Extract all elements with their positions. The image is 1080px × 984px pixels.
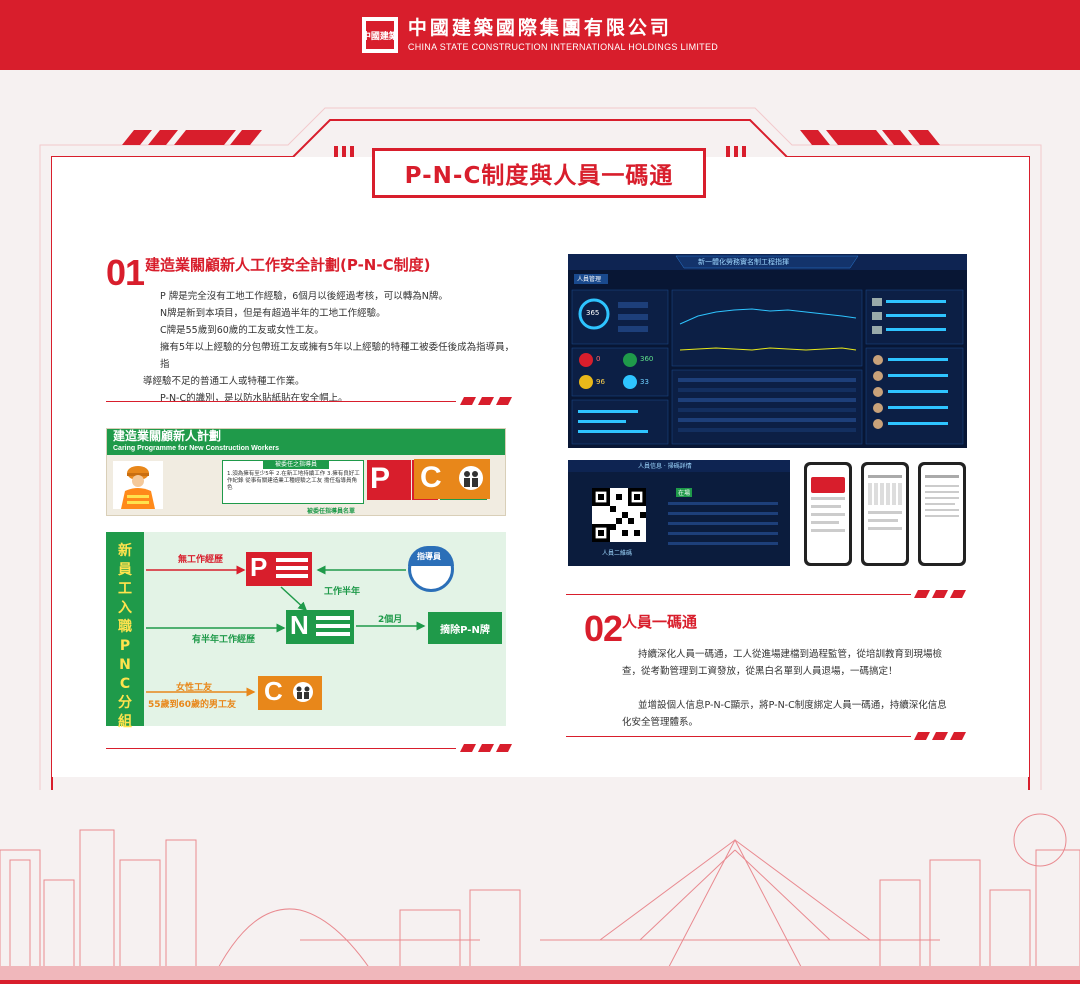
mentor-text: 1.須為擁有至少5年 2.在新工地持續工作 3.擁有良好工作紀錄 從事有關建造業… bbox=[227, 471, 360, 491]
flow-p-letter: P bbox=[250, 552, 268, 582]
s1-line: C牌是55歲到60歲的工友或女性工友。 bbox=[160, 325, 324, 336]
two-months-label: 2個月 bbox=[378, 615, 403, 625]
divider bbox=[106, 748, 456, 749]
divider-stripes bbox=[914, 590, 966, 598]
male-55-60-label: 55歲到60歲的男工友 bbox=[148, 700, 237, 710]
remove-pn-label: 摘除P-N牌 bbox=[428, 612, 502, 644]
c-card-letter: C bbox=[420, 461, 442, 494]
skyline-decoration bbox=[0, 813, 1080, 984]
stat-2: 360 bbox=[640, 355, 654, 363]
dashboard-nav-label: 人員管理 bbox=[577, 276, 602, 283]
s1-line: P-N-C的識別，是以防水貼紙貼在安全帽上。 bbox=[160, 393, 348, 404]
phone-screenshot-2 bbox=[861, 462, 909, 566]
s2-line: 查，從考勤管理到工資發放，從黑白名單到人員退場，一碼搞定！ bbox=[622, 666, 898, 677]
s2-line: 化安全管理體系。 bbox=[622, 717, 699, 728]
qr-code-screenshot: 人員信息 · 掃碼詳情 人員二維碼 在場 bbox=[568, 460, 790, 566]
half-year-label: 工作半年 bbox=[324, 587, 361, 597]
s2-line: 並增設個人信息P-N-C顯示，將P-N-C制度綁定人員一碼通，持續深化信息 bbox=[638, 700, 947, 711]
section-2-title: 人員一碼通 bbox=[622, 613, 698, 631]
p-card-letter: P bbox=[370, 462, 391, 495]
has-half-year-label: 有半年工作經歷 bbox=[192, 635, 256, 645]
stat-3: 96 bbox=[596, 378, 605, 386]
company-logo: 中國建築 bbox=[361, 17, 398, 53]
header-bar: 中國建築 中國建築國際集團有限公司 CHINA STATE CONSTRUCTI… bbox=[0, 0, 1080, 70]
mentor-head: 被委任之指導員 bbox=[263, 460, 329, 469]
banner-title-en: Caring Programme for New Construction Wo… bbox=[113, 445, 279, 452]
female-label: 女性工友 bbox=[176, 683, 213, 693]
dashboard-screenshot: 新一體化勞務實名制工程指揮 人員管理 365 0 360 96 33 bbox=[568, 254, 967, 448]
people-icon bbox=[459, 466, 483, 490]
s2-line: 持續深化人員一碼通，工人從進場建檔到過程監管，從培訓教育到現場檢 bbox=[638, 649, 943, 660]
no-experience-label: 無工作經歷 bbox=[178, 555, 224, 565]
phone-screenshot-3 bbox=[918, 462, 966, 566]
mentor-badge-text: 指導員 bbox=[417, 552, 441, 561]
flow-c-letter: C bbox=[264, 676, 283, 706]
stat-1: 0 bbox=[596, 355, 601, 363]
section-1-number: 01 bbox=[106, 252, 145, 293]
section-2-number: 02 bbox=[584, 608, 623, 649]
page-title: P-N-C制度與人員一碼通 bbox=[404, 163, 674, 189]
flow-c-card: C bbox=[258, 676, 322, 710]
section-2-text: 持續深化人員一碼通，工人從進場建檔到過程監管，從培訓教育到現場檢 查，從考勤管理… bbox=[622, 646, 952, 731]
s1-line: 擁有5年以上經驗的分包帶班工友或擁有5年以上經驗的特種工被委任後成為指導員，指 bbox=[160, 342, 515, 370]
flow-p-card: P bbox=[246, 552, 312, 586]
s1-line: 導經驗不足的普通工人或特種工作業。 bbox=[143, 376, 305, 387]
stat-total: 365 bbox=[586, 309, 600, 317]
qr-status: 在場 bbox=[676, 488, 693, 497]
flow-arrows bbox=[146, 565, 426, 697]
c-card: C bbox=[414, 459, 490, 499]
stat-4: 33 bbox=[640, 378, 649, 386]
qr-title: 人員二維碼 bbox=[602, 550, 633, 557]
divider bbox=[106, 401, 456, 402]
people-icon bbox=[293, 682, 313, 702]
s1-line: P 牌是完全沒有工地工作經驗，6個月以後經過考核，可以轉為N牌。 bbox=[160, 291, 448, 302]
divider-stripes bbox=[914, 732, 966, 740]
banner-title-cn: 建造業關顧新人計劃 bbox=[113, 429, 222, 443]
s1-line: N牌是新到本項目，但是有超過半年的工地工作經驗。 bbox=[160, 308, 386, 319]
divider-stripes bbox=[460, 397, 512, 405]
flow-n-letter: N bbox=[290, 610, 309, 640]
divider-stripes bbox=[460, 744, 512, 752]
section-1-title: 建造業關顧新人工作安全計劃(P-N-C制度) bbox=[145, 256, 431, 274]
s2-line bbox=[622, 680, 952, 697]
p-card: P bbox=[367, 460, 411, 500]
banner-footer: 被委任指導員名單 bbox=[307, 508, 356, 515]
dashboard-title: 新一體化勞務實名制工程指揮 bbox=[698, 258, 789, 266]
mentor-badge: 指導員 bbox=[408, 546, 454, 592]
qr-header: 人員信息 · 掃碼詳情 bbox=[638, 463, 692, 470]
dashboard-graphic bbox=[568, 254, 967, 448]
page-title-box: P-N-C制度與人員一碼通 bbox=[372, 148, 706, 198]
section-1-text: P 牌是完全沒有工地工作經驗，6個月以後經過考核，可以轉為N牌。 N牌是新到本項… bbox=[143, 288, 520, 407]
phone-screenshot-1 bbox=[804, 462, 852, 566]
flow-n-card: N bbox=[286, 610, 354, 644]
mentor-box: 被委任之指導員 1.須為擁有至少5年 2.在新工地持續工作 3.擁有良好工作紀錄… bbox=[222, 460, 364, 504]
company-name-cn: 中國建築國際集團有限公司 bbox=[407, 16, 672, 39]
divider bbox=[566, 594, 911, 595]
worker-icon bbox=[113, 461, 163, 509]
qr-code-icon bbox=[592, 488, 646, 542]
company-name-en: CHINA STATE CONSTRUCTION INTERNATIONAL H… bbox=[407, 41, 719, 52]
divider bbox=[566, 736, 911, 737]
logo-text: 中國建築 bbox=[361, 32, 398, 42]
